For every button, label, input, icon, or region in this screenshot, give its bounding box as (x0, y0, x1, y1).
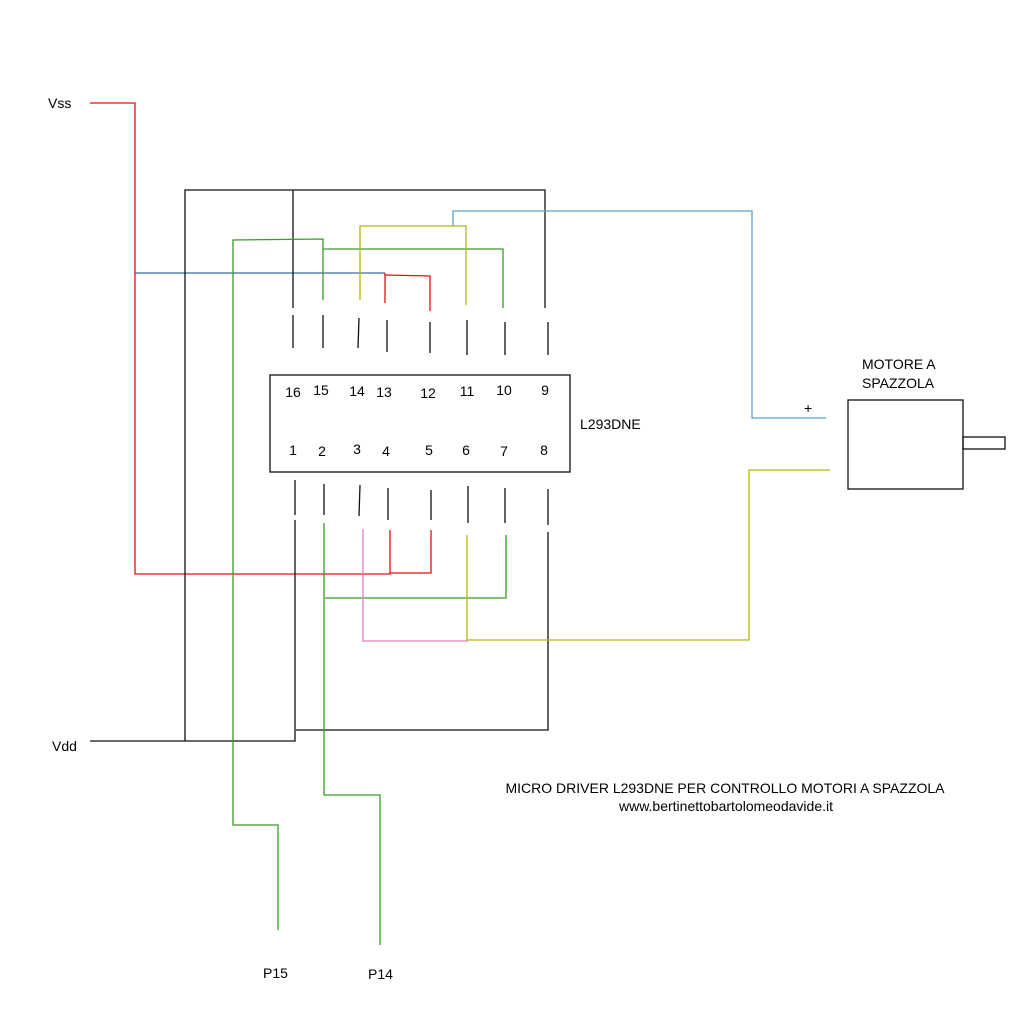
pin-label: 1 (289, 442, 297, 458)
motor-shaft (962, 436, 1006, 450)
wire-vdd (90, 520, 296, 742)
pin-leads (292, 315, 549, 525)
pin-label: 10 (496, 382, 512, 398)
motor-plus: + (804, 400, 812, 416)
wire-pin12 (384, 274, 431, 311)
ic-body (269, 374, 571, 473)
wire-motor-plus (452, 210, 826, 419)
pin-label: 6 (462, 442, 470, 458)
wire-pin3 (362, 529, 468, 642)
motor-body (847, 399, 964, 490)
wire-vss-pin5 (390, 530, 432, 574)
wire-vdd-frame (184, 189, 546, 741)
pin-label: 5 (425, 442, 433, 458)
pin-label: 2 (318, 443, 326, 459)
wire-pin7 (325, 535, 507, 599)
pin-label: 8 (540, 442, 548, 458)
pin-label: 12 (420, 385, 436, 401)
label-p15: P15 (263, 965, 288, 981)
label-p14: P14 (368, 966, 393, 982)
wire-pin6 (466, 469, 830, 641)
pin-label: 4 (382, 443, 390, 459)
motor-label-2: SPAZZOLA (862, 375, 935, 391)
pin-label: 11 (460, 383, 475, 399)
pin-label: 16 (285, 384, 301, 400)
pin-label: 13 (376, 384, 392, 400)
wire-pin10 (323, 248, 504, 308)
pin-label: 14 (349, 383, 365, 399)
pin-label: 3 (353, 441, 361, 457)
wire-p15 (232, 238, 324, 930)
pin-label: 7 (500, 443, 508, 459)
pin-label: 15 (313, 382, 329, 398)
label-vdd: Vdd (52, 738, 77, 754)
caption-title: MICRO DRIVER L293DNE PER CONTROLLO MOTOR… (505, 780, 945, 796)
wire-p14 (323, 523, 381, 945)
wire-vss (90, 102, 391, 575)
motor-label-1: MOTORE A (862, 356, 936, 372)
wire-pin14-11 (359, 225, 467, 305)
caption-site: www.bertinettobartolomeodavide.it (618, 798, 833, 814)
wire-pin8 (296, 532, 549, 731)
pin-label: 9 (541, 382, 549, 398)
chip-name: L293DNE (580, 416, 641, 432)
label-vss: Vss (48, 95, 71, 111)
